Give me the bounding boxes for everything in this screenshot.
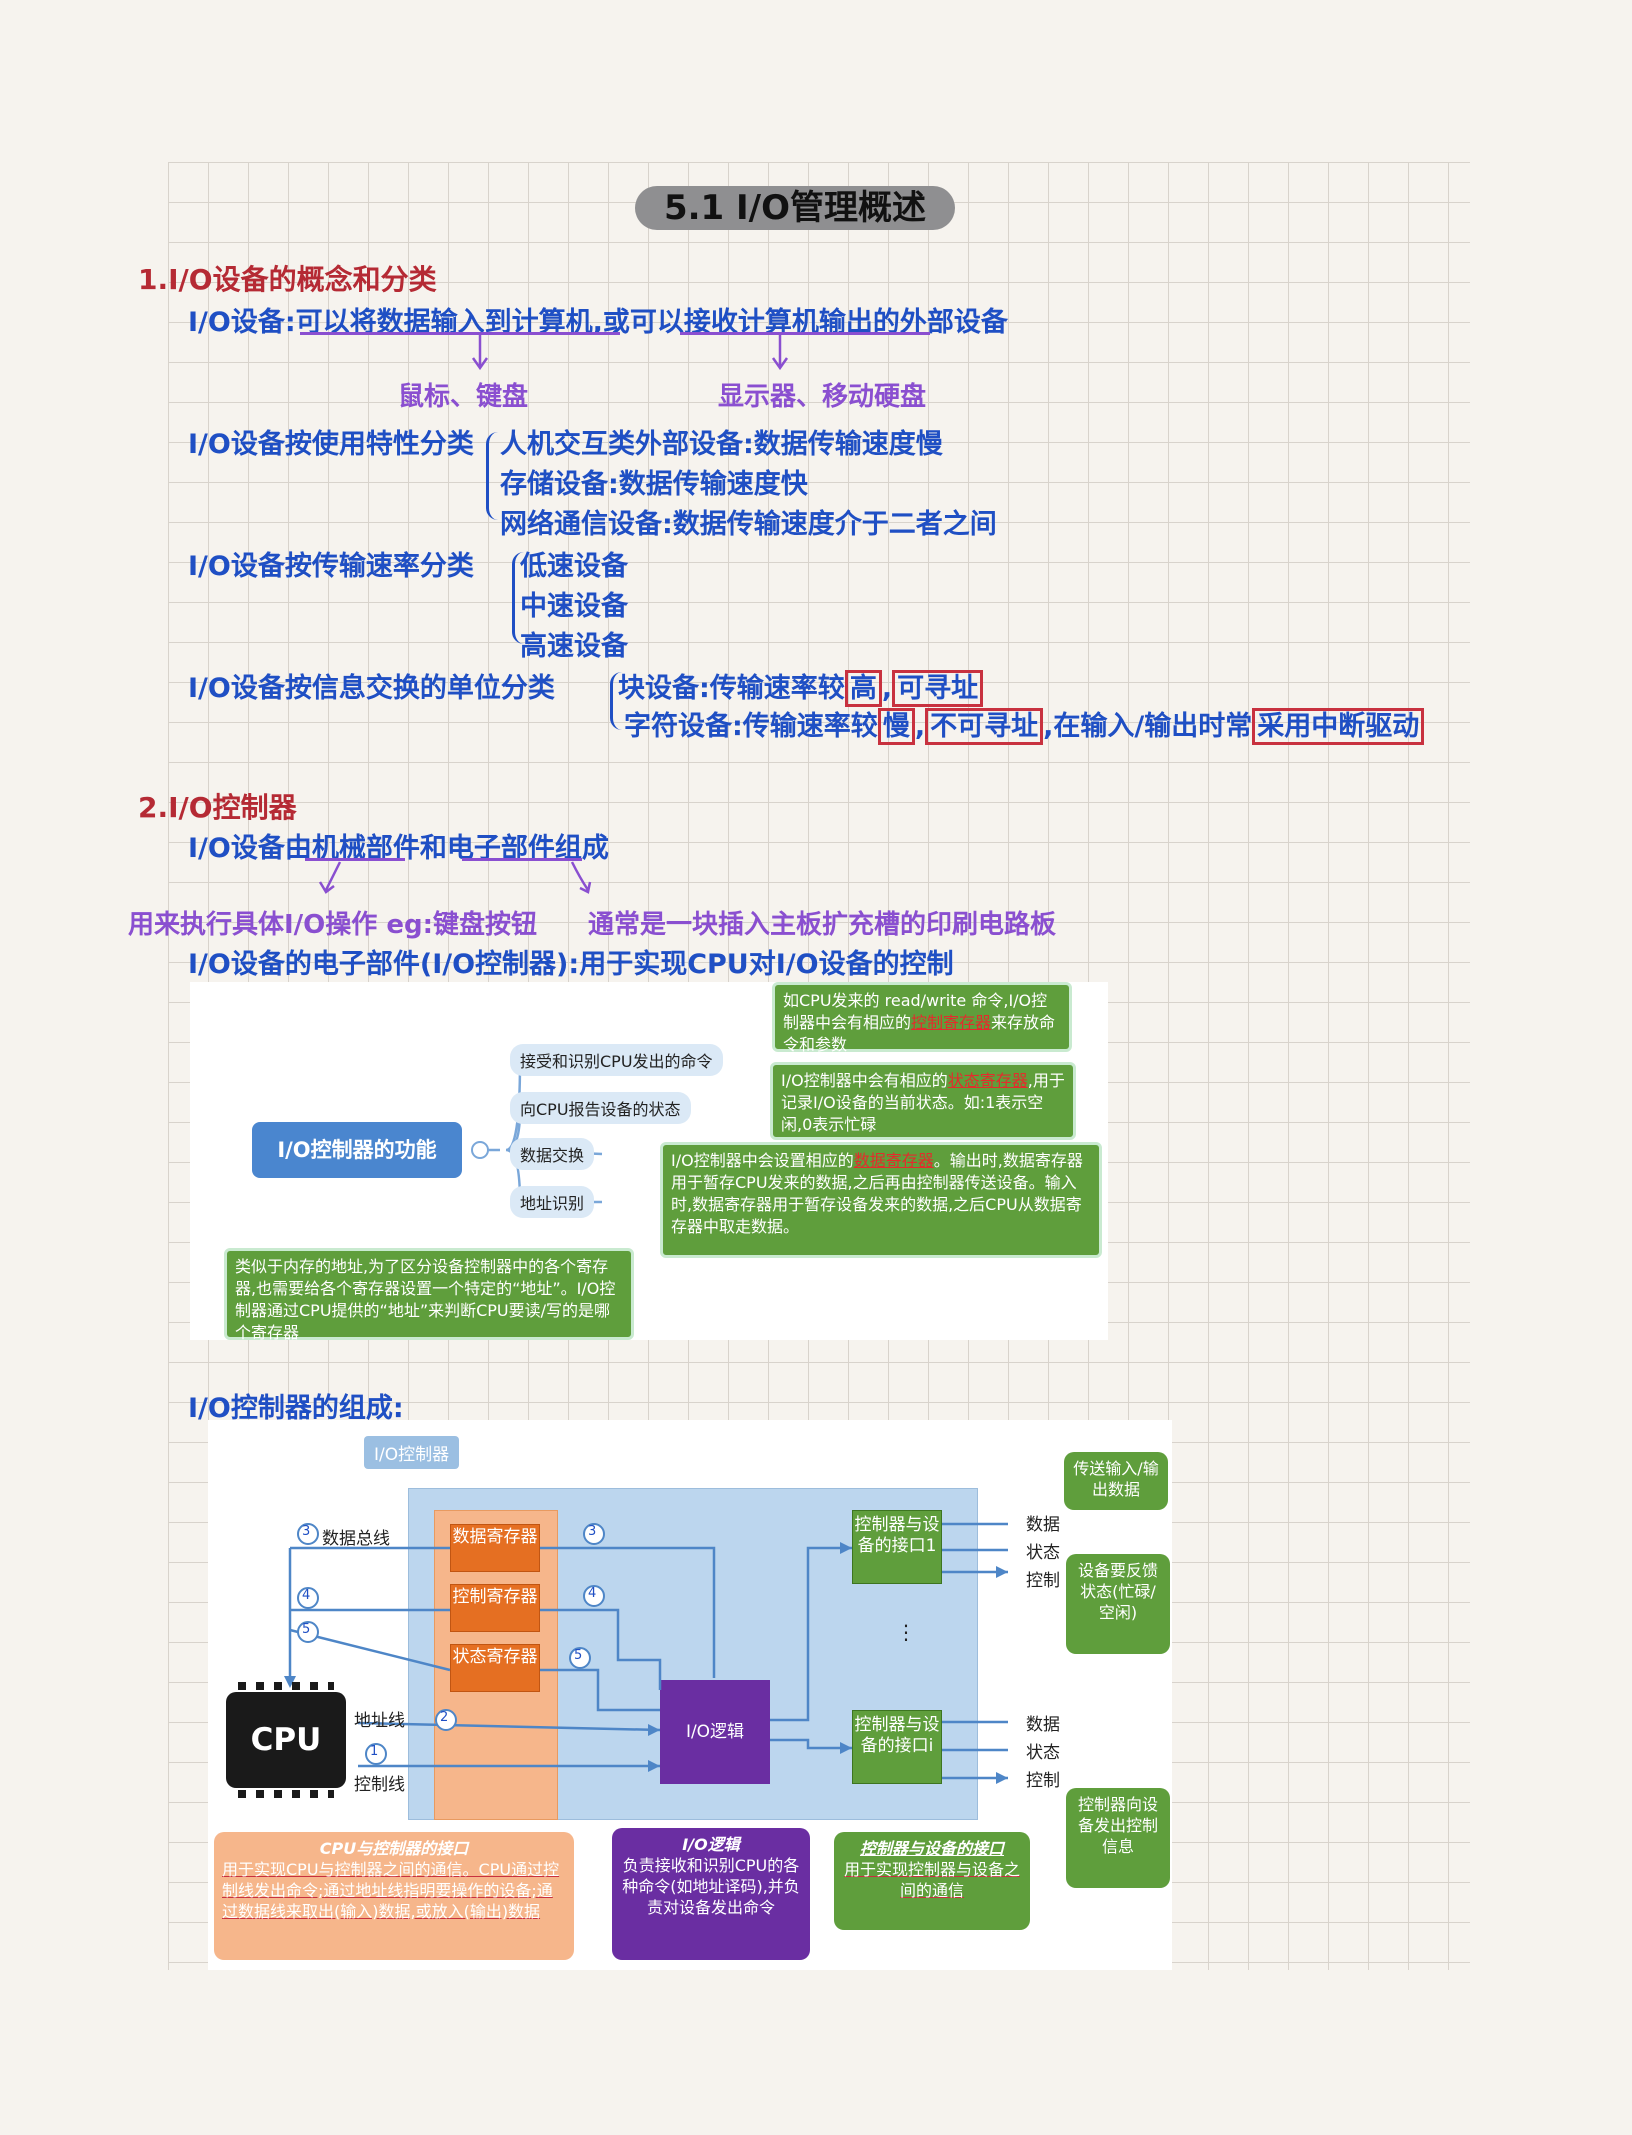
char-irq-highlight: 采用中断驱动 bbox=[1252, 708, 1425, 745]
diagram-wires bbox=[284, 1522, 1008, 1784]
address-line-label: 地址线 bbox=[354, 1711, 405, 1731]
section1-heading: 1.I/O设备的概念和分类 bbox=[138, 263, 437, 296]
block-addr-highlight: 可寻址 bbox=[892, 670, 984, 707]
circle-num: 5 bbox=[302, 1622, 311, 1637]
mechanical-note: 用来执行具体I/O操作 eg:键盘按钮 bbox=[128, 910, 537, 940]
arrow-down-icon bbox=[771, 334, 789, 371]
signal-data-1: 数据 bbox=[1026, 1515, 1060, 1535]
cpu-chip-icon: CPU bbox=[226, 1692, 346, 1788]
controller-functions-figure: I/O控制器的功能 接受和识别CPU发出的命令 向CPU报告设备的状态 数据交换… bbox=[190, 982, 1108, 1342]
char-device-mid: ,在输入/输出时常 bbox=[1043, 711, 1253, 742]
note-data-register: I/O控制器中会设置相应的数据寄存器。输出时,数据寄存器用于暂存CPU发来的数据… bbox=[660, 1142, 1102, 1258]
underline-mechanical bbox=[305, 858, 405, 861]
circle-num: 4 bbox=[302, 1588, 311, 1603]
control-register: 控制寄存器 bbox=[450, 1584, 540, 1632]
note-device-status: 设备要反馈状态(忙碌/空闲) bbox=[1066, 1554, 1170, 1654]
signal-data-i: 数据 bbox=[1026, 1715, 1060, 1735]
data-register: 数据寄存器 bbox=[450, 1524, 540, 1572]
circle-num: 5 bbox=[574, 1648, 583, 1663]
usage-item: 人机交互类外部设备:数据传输速度慢 bbox=[500, 429, 943, 460]
circle-num: 1 bbox=[370, 1744, 379, 1759]
note-status-register: I/O控制器中会有相应的状态寄存器,用于记录I/O设备的当前状态。如:1表示空闲… bbox=[770, 1062, 1076, 1140]
brace bbox=[610, 672, 623, 730]
branch-data-exchange: 数据交换 bbox=[510, 1138, 595, 1170]
arrow-icon bbox=[318, 861, 342, 894]
data-bus-label: 数据总线 bbox=[322, 1529, 390, 1549]
usage-item: 网络通信设备:数据传输速度介于二者之间 bbox=[500, 509, 997, 540]
circle-num: 3 bbox=[588, 1524, 597, 1539]
note-command-register: 如CPU发来的 read/write 命令,I/O控制器中会有相应的控制寄存器来… bbox=[772, 982, 1072, 1054]
section2-heading: 2.I/O控制器 bbox=[138, 791, 297, 824]
circle-num: 4 bbox=[588, 1586, 597, 1601]
underline-electronic bbox=[462, 858, 582, 861]
char-slow-highlight: 慢 bbox=[877, 708, 915, 745]
control-line-label: 控制线 bbox=[354, 1775, 405, 1795]
note-control-info: 控制器向设备发出控制信息 bbox=[1066, 1788, 1170, 1888]
arrow-down-icon bbox=[471, 334, 489, 371]
block-device: 块设备:传输速率较高,可寻址 bbox=[618, 666, 984, 707]
composition-heading: I/O控制器的组成: bbox=[188, 1393, 404, 1424]
ellipsis: ⋮ bbox=[896, 1620, 916, 1644]
block-device-text: 块设备:传输速率较 bbox=[618, 673, 845, 704]
page-title: 5.1 I/O管理概述 bbox=[635, 186, 955, 230]
brace bbox=[512, 552, 525, 644]
char-device: 字符设备:传输速率较慢,不可寻址,在输入/输出时常采用中断驱动 bbox=[624, 704, 1425, 745]
status-register: 状态寄存器 bbox=[450, 1644, 540, 1692]
cpu-pins-icon bbox=[238, 1790, 334, 1798]
signal-status-1: 状态 bbox=[1026, 1543, 1060, 1563]
brace bbox=[486, 432, 499, 520]
functions-center-node: I/O控制器的功能 bbox=[252, 1122, 462, 1178]
char-addr-highlight: 不可寻址 bbox=[925, 708, 1044, 745]
io-logic-block: I/O逻辑 bbox=[660, 1680, 770, 1784]
usage-item: 存储设备:数据传输速度快 bbox=[500, 469, 808, 500]
note-address-recognition: 类似于内存的地址,为了区分设备控制器中的各个寄存器,也需要给各个寄存器设置一个特… bbox=[224, 1248, 634, 1342]
mindmap-connectors bbox=[471, 1060, 603, 1204]
branch-address-recognition: 地址识别 bbox=[510, 1186, 595, 1218]
rate-item: 低速设备 bbox=[520, 551, 628, 582]
signal-control-i: 控制 bbox=[1026, 1771, 1060, 1791]
controller-definition: I/O设备的电子部件(I/O控制器):用于实现CPU对I/O设备的控制 bbox=[188, 949, 954, 980]
branch-receive-command: 接受和识别CPU发出的命令 bbox=[510, 1044, 723, 1076]
electronic-note: 通常是一块插入主板扩充槽的印刷电路板 bbox=[588, 910, 1057, 940]
controller-composition-diagram: I/O控制器 数据寄存器 控制寄存器 状态寄存器 I/O逻辑 控制器与设备的接口… bbox=[208, 1420, 1172, 1970]
cpu-pins-icon bbox=[238, 1682, 334, 1690]
underline-input bbox=[300, 332, 620, 335]
input-examples: 鼠标、键盘 bbox=[398, 382, 529, 412]
signal-status-i: 状态 bbox=[1026, 1743, 1060, 1763]
rate-classification-label: I/O设备按传输速率分类 bbox=[188, 551, 474, 582]
note-device-interface: 控制器与设备的接口 用于实现控制器与设备之间的通信 bbox=[834, 1832, 1030, 1930]
branch-report-status: 向CPU报告设备的状态 bbox=[510, 1092, 691, 1124]
unit-classification-label: I/O设备按信息交换的单位分类 bbox=[188, 673, 555, 704]
rate-item: 高速设备 bbox=[520, 631, 628, 662]
block-high-highlight: 高 bbox=[844, 670, 882, 707]
device-interface-1: 控制器与设备的接口1 bbox=[852, 1510, 942, 1584]
usage-classification-label: I/O设备按使用特性分类 bbox=[188, 429, 474, 460]
note-io-logic: I/O逻辑 负责接收和识别CPU的各种命令(如地址译码),并负责对设备发出命令 bbox=[612, 1828, 810, 1960]
note-cpu-interface: CPU与控制器的接口 用于实现CPU与控制器之间的通信。CPU通过控制线发出命令… bbox=[214, 1832, 574, 1960]
circle-num: 2 bbox=[440, 1710, 449, 1725]
note-transfer-io: 传送输入/输出数据 bbox=[1064, 1452, 1168, 1510]
controller-tag: I/O控制器 bbox=[364, 1436, 460, 1469]
underline-output bbox=[680, 332, 930, 335]
arrow-icon bbox=[570, 861, 592, 894]
rate-item: 中速设备 bbox=[520, 591, 628, 622]
signal-control-1: 控制 bbox=[1026, 1571, 1060, 1591]
circle-num: 3 bbox=[302, 1524, 311, 1539]
char-device-text: 字符设备:传输速率较 bbox=[624, 711, 878, 742]
device-interface-i: 控制器与设备的接口i bbox=[852, 1710, 942, 1784]
output-examples: 显示器、移动硬盘 bbox=[718, 382, 927, 412]
